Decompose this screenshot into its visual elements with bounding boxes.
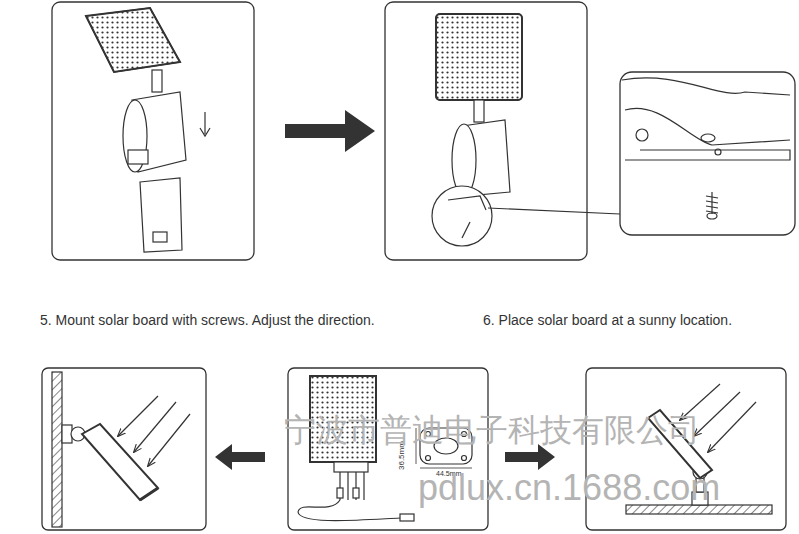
wall-mount	[82, 424, 158, 500]
sun-rays	[694, 392, 740, 436]
sun-rays	[148, 414, 190, 466]
screw-detail	[711, 192, 712, 214]
screw-detail	[622, 78, 790, 219]
step-arrows	[285, 110, 375, 152]
lamp-mounted	[488, 208, 620, 214]
step-caption: 6. Place solar board at a sunny location…	[483, 313, 732, 328]
panel-frames	[620, 72, 795, 235]
lamp-assembly	[128, 150, 148, 164]
wall-mount	[140, 488, 158, 500]
screw-detail	[707, 213, 717, 219]
solar-board	[462, 456, 467, 461]
sun-rays	[118, 396, 190, 466]
lamp-mounted	[436, 14, 522, 100]
step-caption: 5. Mount solar board with screws. Adjust…	[40, 313, 375, 328]
wall-mount	[52, 372, 62, 527]
screw-detail	[622, 78, 790, 95]
panel-frames	[42, 2, 795, 530]
lamp-assembly	[123, 100, 147, 172]
screw-detail	[625, 150, 790, 160]
solar-board	[334, 462, 368, 472]
lamp-mounted	[432, 186, 492, 246]
solar-board	[340, 472, 364, 500]
lamp-assembly	[153, 232, 167, 242]
lamp-assembly	[204, 112, 205, 134]
lamp-mounted	[448, 196, 486, 210]
lamp-mounted	[452, 124, 476, 196]
lamp-mounted	[474, 100, 484, 122]
sun-rays	[708, 402, 756, 452]
solar-board	[298, 500, 400, 521]
lamp-assembly	[140, 178, 182, 252]
screw-detail	[701, 134, 715, 142]
sun-rays	[134, 402, 176, 452]
screw-detail	[706, 196, 718, 213]
panel-frames	[52, 2, 254, 260]
watermark: 宁波市普迪电子科技有限公司	[284, 413, 700, 448]
screw-detail	[625, 108, 790, 145]
step-arrows	[215, 444, 265, 470]
lamp-assembly	[86, 8, 210, 252]
lamp-assembly	[200, 128, 210, 136]
lamp-assembly	[86, 8, 180, 72]
lamp-assembly	[152, 70, 162, 92]
lamp-mounted	[432, 14, 620, 246]
solar-board	[426, 456, 431, 461]
screw-detail	[715, 149, 721, 155]
watermark: pdlux.cn.1688.com	[418, 468, 720, 508]
wall-mount	[52, 372, 158, 527]
lamp-mounted	[436, 14, 522, 100]
lamp-mounted	[462, 222, 470, 238]
panel-frames	[385, 2, 587, 260]
lamp-assembly	[86, 8, 180, 72]
screw-detail	[636, 129, 648, 141]
solar-board	[400, 514, 414, 521]
solar-board	[353, 488, 359, 498]
panel-frames	[42, 368, 206, 530]
solar-board	[337, 488, 343, 498]
